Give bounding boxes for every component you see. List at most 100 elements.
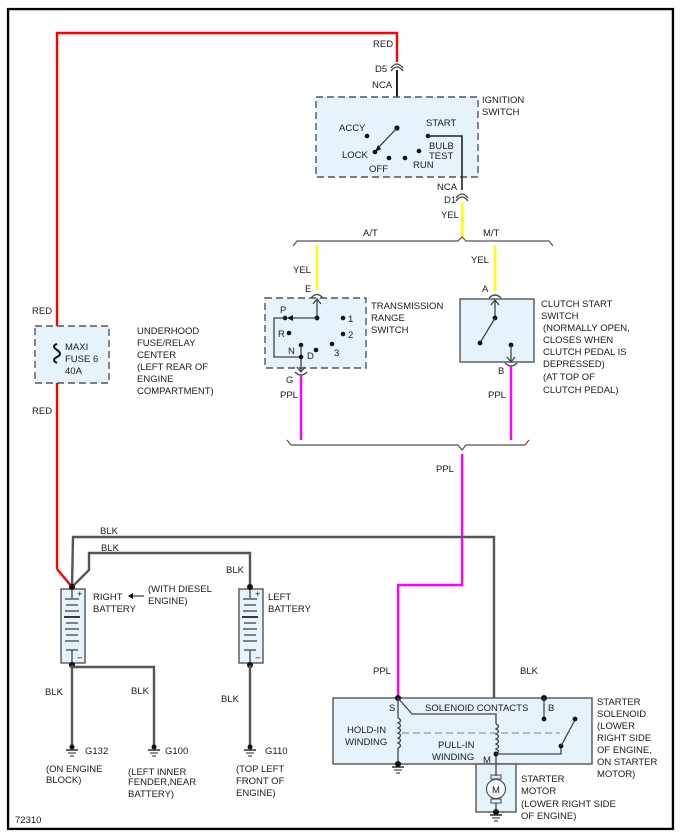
trs-dot-3 — [329, 341, 335, 347]
trs-dot-1 — [340, 315, 346, 321]
solenoid-label-3: (LOWER — [597, 721, 635, 732]
trs-pos-r: R — [278, 329, 285, 340]
connector-label-b-clutch: B — [498, 366, 504, 377]
trs-label-3: SWITCH — [371, 325, 409, 336]
fuse-line-3: 40A — [65, 366, 83, 377]
clutch-start-switch-box — [459, 298, 535, 363]
clutch-label-1: CLUTCH START — [541, 299, 613, 310]
clutch-label-6: DEPRESSED) — [543, 359, 605, 370]
wire-label-red-top: RED — [373, 39, 393, 50]
solenoid-label-6: ON STARTER — [597, 757, 657, 768]
clutch-label-2: SWITCH — [541, 311, 579, 322]
connector-d5 — [390, 63, 404, 72]
starter-motor-symbol: M — [492, 785, 500, 796]
diagram-id: 72310 — [15, 815, 41, 826]
ground-icon-g110 — [244, 744, 256, 757]
clutch-label-3: (NORMALLY OPEN, — [543, 323, 630, 334]
solenoid-contact-b — [541, 716, 547, 722]
solenoid-internals — [395, 695, 578, 767]
wire-blk-battery-to-solenoid — [70, 535, 496, 698]
ignition-dot-off — [386, 155, 392, 161]
fuse-icon — [53, 343, 61, 364]
wire-label-ppl-at: PPL — [280, 390, 298, 401]
ignition-pos-accy: ACCY — [339, 123, 366, 134]
fuse-location-3: CENTER — [137, 350, 176, 361]
fuse-location-4: (LEFT REAR OF — [137, 362, 208, 373]
left-battery-minus: − — [255, 653, 261, 664]
trs-label-1: TRANSMISSION — [371, 301, 443, 312]
trs-pos-n: N — [288, 346, 295, 357]
branch-brace-top — [292, 236, 554, 247]
transmission-switch-contacts — [273, 297, 346, 374]
starter-motor-label-2: MOTOR — [521, 786, 556, 797]
ground-location-g100-1: (LEFT INNER — [128, 767, 187, 778]
wire-label-ppl-merged: PPL — [436, 464, 454, 475]
right-battery-minus: − — [77, 653, 83, 664]
solenoid-plunger — [560, 719, 576, 747]
left-battery-pos-junction — [247, 584, 253, 590]
trs-dot-r — [286, 330, 292, 336]
clutch-dot-open — [477, 340, 483, 346]
solenoid-terminal-b: B — [548, 703, 554, 714]
wire-label-nca-top: NCA — [372, 80, 393, 91]
wire-ppl-to-solenoid — [396, 454, 464, 698]
wire-label-blk-top2: BLK — [101, 543, 120, 554]
frame-border — [6, 7, 675, 831]
connector-b-clutch — [504, 362, 518, 367]
ignition-switch-label-1: IGNITION — [482, 95, 524, 106]
left-battery-label-1: LEFT — [268, 592, 291, 603]
ignition-dot-lock — [372, 149, 378, 155]
branch-label-at: A/T — [363, 228, 378, 239]
wire-label-blk-g132: BLK — [45, 687, 64, 698]
ground-id-g110: G110 — [265, 746, 288, 757]
clutch-label-5: CLUTCH PEDAL IS — [543, 347, 627, 358]
right-battery-plus: + — [77, 589, 83, 600]
trs-wiper-arrow — [287, 315, 293, 321]
pull-in-coil-icon — [494, 723, 500, 755]
wire-label-blk-solenoid: BLK — [520, 666, 539, 677]
ground-id-g132: G132 — [85, 746, 108, 757]
hold-in-coil-icon — [396, 717, 402, 749]
right-battery-label-2: BATTERY — [93, 604, 137, 615]
starter-solenoid-box — [332, 697, 593, 765]
ignition-pos-lock: LOCK — [342, 150, 369, 161]
red-feed-wire — [55, 31, 399, 588]
ground-location-g100-3: BATTERY) — [128, 789, 174, 800]
connector-label-e: E — [305, 284, 311, 295]
trs-pos-1: 1 — [348, 314, 353, 325]
wire-blk-g100 — [72, 665, 156, 746]
ground-icon-g100 — [148, 744, 160, 757]
wire-label-ppl-mt: PPL — [488, 390, 506, 401]
connector-a — [488, 294, 502, 299]
fuse-location-2: FUSE/RELAY — [137, 338, 196, 349]
ignition-wiper-arrow — [375, 145, 381, 152]
ignition-switch-contacts — [364, 125, 463, 190]
trs-label-2: RANGE — [371, 313, 405, 324]
diesel-note-2: ENGINE) — [148, 596, 188, 607]
solenoid-label-2: SOLENOID — [597, 709, 646, 720]
ground-icon-solenoid — [392, 766, 404, 774]
branch-brace-bottom — [286, 439, 530, 451]
ground-location-g132-1: (ON ENGINE — [46, 764, 102, 775]
hold-in-label-1: HOLD-IN — [347, 725, 386, 736]
connector-label-a: A — [482, 284, 489, 295]
ignition-pos-off: OFF — [369, 164, 388, 175]
ignition-pos-start: START — [426, 118, 456, 129]
wire-label-nca-bottom: NCA — [437, 182, 458, 193]
trs-dot-junction — [298, 354, 304, 360]
solenoid-ground-junction — [395, 761, 401, 767]
connector-d1 — [455, 193, 469, 202]
clutch-label-7: (AT TOP OF — [543, 372, 595, 383]
branch-label-mt: M/T — [483, 228, 500, 239]
starter-motor-icon — [485, 764, 507, 822]
starter-motor-label-1: STARTER — [521, 774, 565, 785]
wire-label-yel-mt: YEL — [471, 255, 489, 266]
ignition-dot-bulb-test — [416, 148, 422, 154]
ground-location-g100-2: FENDER,NEAR — [128, 777, 196, 788]
solenoid-terminal-s: S — [389, 703, 395, 714]
right-battery-label-1: RIGHT — [93, 592, 123, 603]
left-battery — [238, 588, 264, 664]
connector-label-d5: D5 — [375, 64, 387, 75]
diesel-arrow-icon — [128, 593, 144, 599]
wire-label-ppl-solenoid: PPL — [373, 666, 391, 677]
